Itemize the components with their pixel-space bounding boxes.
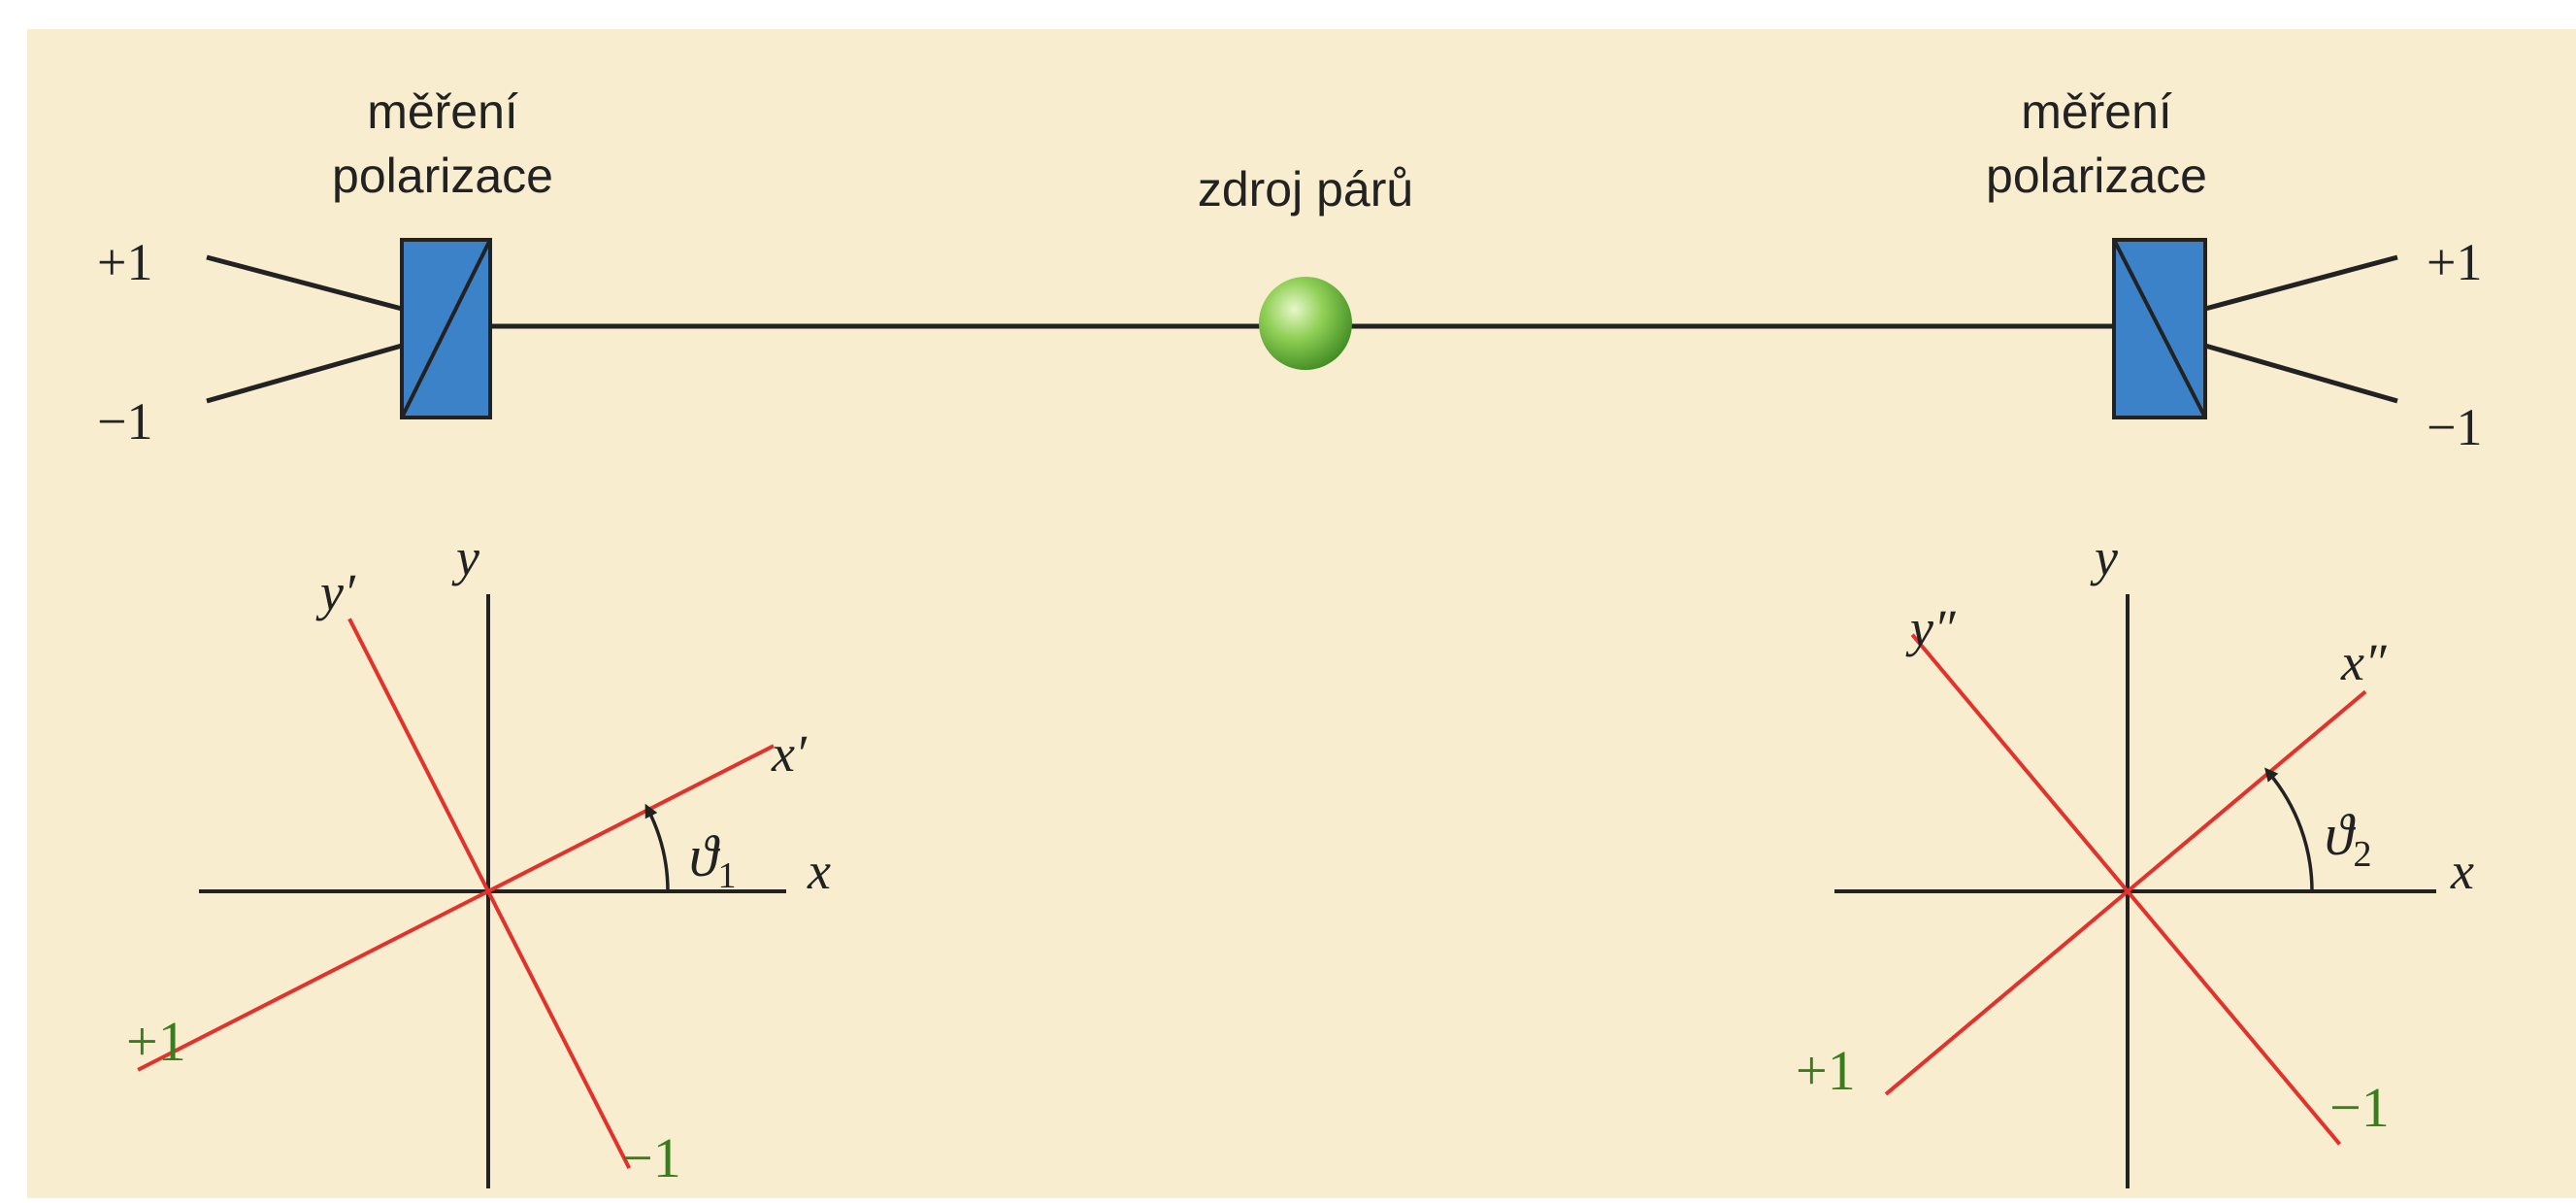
right-minus-one-label: −1 <box>2329 1076 2390 1139</box>
right-minus-label: −1 <box>2427 398 2482 456</box>
right-plus-one-label: +1 <box>1796 1039 1856 1102</box>
left-plus-one-label: +1 <box>126 1010 186 1073</box>
right-measure-label-line2: polarizace <box>1986 149 2207 203</box>
left-theta-label: ϑ1 <box>689 824 736 896</box>
left-output-lines <box>206 254 403 404</box>
left-theta-subscript: 1 <box>717 855 736 896</box>
left-analyzer-polarizer-icon <box>400 238 492 419</box>
left-plus-label: +1 <box>97 233 152 291</box>
left-measure-label-line2: polarizace <box>332 149 553 203</box>
paper-background <box>27 29 2576 1198</box>
left-x-prime-axis <box>137 744 775 1072</box>
right-axes <box>1834 594 2436 1188</box>
right-x-dprime-label: x″ <box>2340 633 2387 691</box>
left-y-label: y <box>451 528 479 586</box>
right-analyzer-polarizer-icon <box>2112 238 2207 419</box>
right-measure-label-line1: měření <box>2021 84 2172 139</box>
left-y-prime-axis <box>347 618 632 1170</box>
left-axes <box>137 594 786 1188</box>
right-output-lines <box>2204 254 2398 404</box>
right-x-label: x <box>2450 842 2474 900</box>
right-theta-label: ϑ2 <box>2325 803 2371 875</box>
left-y-prime-label: y′ <box>315 563 356 621</box>
left-minus-one-label: −1 <box>621 1126 681 1189</box>
left-minus-label: −1 <box>97 392 152 451</box>
pair-source-sphere-icon <box>1259 277 1352 370</box>
right-y-label: y <box>2090 528 2118 586</box>
right-angle-arrow-icon <box>2264 767 2314 892</box>
right-y-dprime-label: y″ <box>1905 599 1956 657</box>
right-y-dprime-axis <box>1910 633 2342 1146</box>
source-label: zdroj párů <box>1198 162 1413 217</box>
left-x-prime-label: x′ <box>771 724 808 783</box>
right-theta-subscript: 2 <box>2353 834 2371 875</box>
left-x-label: x <box>807 842 831 900</box>
left-angle-arrow-icon <box>644 803 670 892</box>
left-theta-symbol: ϑ <box>689 824 721 888</box>
left-measure-label-line1: měření <box>367 84 518 139</box>
right-theta-symbol: ϑ <box>2325 803 2357 867</box>
right-x-dprime-axis <box>1884 689 2367 1096</box>
right-plus-label: +1 <box>2427 233 2482 291</box>
